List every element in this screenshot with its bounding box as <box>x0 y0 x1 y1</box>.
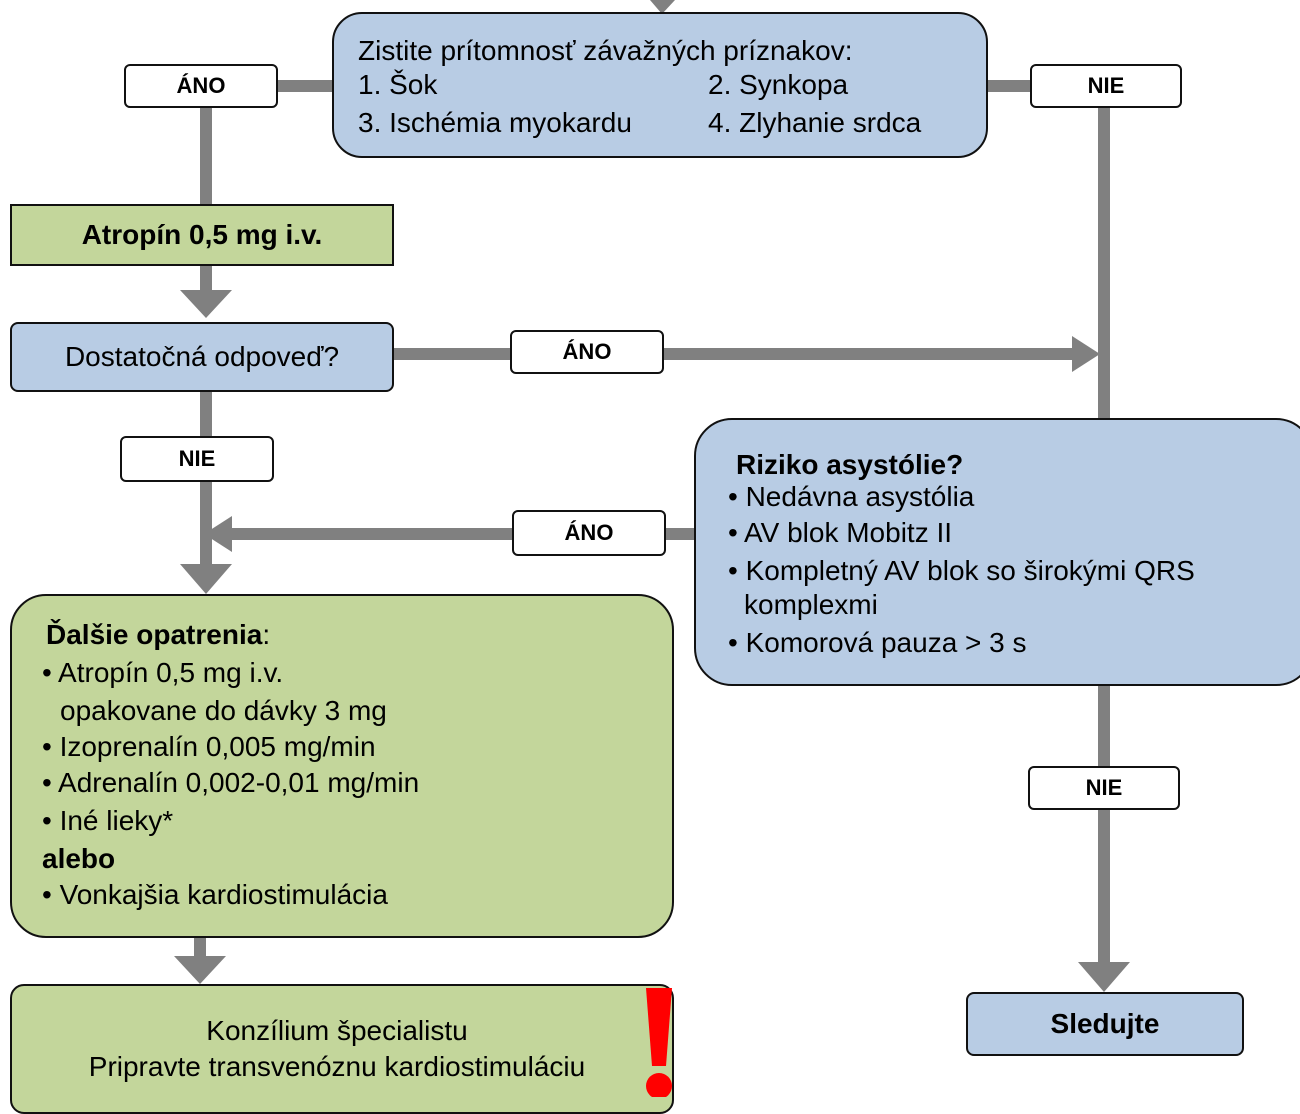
arrowhead-left-to-further <box>204 516 232 552</box>
atropine-box: Atropín 0,5 mg i.v. <box>10 204 394 266</box>
further-item: opakovane do dávky 3 mg <box>60 695 387 726</box>
connector-nie-to-further <box>200 482 212 566</box>
atropine-text: Atropín 0,5 mg i.v. <box>81 219 323 250</box>
response-question-box: Dostatočná odpoveď? <box>10 322 394 392</box>
connector-symptoms-to-ano <box>276 80 334 92</box>
further-item: • Vonkajšia kardiostimulácia <box>42 879 388 910</box>
label-nie-response: NIE <box>120 436 274 482</box>
connector-further-to-specialist <box>194 938 206 958</box>
asystole-risk-box: Riziko asystólie? • Nedávna asystólia • … <box>694 418 1300 686</box>
further-title: Ďalšie opatrenia <box>46 619 263 650</box>
arrowhead-to-observe <box>1078 962 1130 992</box>
connector-symptoms-to-nie <box>986 80 1032 92</box>
connector-nie-to-observe <box>1098 810 1110 964</box>
further-title-suffix: : <box>262 619 271 650</box>
symptom-item: 2. Synkopa <box>708 69 849 100</box>
label-nie-risk: NIE <box>1028 766 1180 810</box>
arrowhead-to-further <box>180 564 232 594</box>
connector-ano-to-further <box>230 528 514 540</box>
connector-risk-to-nie <box>1098 684 1110 766</box>
further-item: • Iné lieky* <box>42 805 174 836</box>
symptoms-box: Zistite prítomnosť závažných príznakov: … <box>332 12 988 158</box>
risk-item: • Nedávna asystólia <box>728 481 975 512</box>
connector-risk-to-ano <box>664 528 694 540</box>
connector-nie-to-risk <box>1098 106 1110 420</box>
connector-ano-to-right <box>662 348 1082 360</box>
label-ano-response: ÁNO <box>510 330 664 374</box>
symptom-item: 4. Zlyhanie srdca <box>708 107 922 138</box>
risk-item: komplexmi <box>744 589 878 620</box>
warning-exclamation-icon <box>646 988 672 1097</box>
symptom-item: 3. Ischémia myokardu <box>358 107 632 138</box>
incoming-arrowhead <box>650 0 675 14</box>
connector-ano-to-atropine <box>200 108 212 204</box>
risk-item: • AV blok Mobitz II <box>728 517 953 548</box>
arrowhead-to-response <box>180 290 232 318</box>
further-measures-box: Ďalšie opatrenia: • Atropín 0,5 mg i.v. … <box>10 594 674 938</box>
specialist-box: Konzílium špecialistu Pripravte transven… <box>10 984 674 1114</box>
risk-title: Riziko asystólie? <box>736 449 964 480</box>
arrowhead-to-right <box>1072 336 1100 372</box>
further-item: • Atropín 0,5 mg i.v. <box>42 657 284 688</box>
observe-text: Sledujte <box>1050 1008 1160 1039</box>
further-title-line: Ďalšie opatrenia: <box>46 618 270 652</box>
specialist-line2: Pripravte transvenóznu kardiostimuláciu <box>88 1051 586 1082</box>
further-item: • Adrenalín 0,002-0,01 mg/min <box>42 767 420 798</box>
symptom-item: 1. Šok <box>358 69 438 100</box>
risk-item: • Komorová pauza > 3 s <box>728 627 1027 658</box>
risk-item: • Kompletný AV blok so širokými QRS <box>728 555 1195 586</box>
connector-response-to-nie <box>200 392 212 436</box>
further-or-label: alebo <box>42 843 116 874</box>
symptoms-title: Zistite prítomnosť závažných príznakov: <box>358 35 853 66</box>
label-ano-risk: ÁNO <box>512 510 666 556</box>
label-ano-symptoms: ÁNO <box>124 64 278 108</box>
specialist-line1: Konzílium špecialistu <box>206 1015 468 1046</box>
further-item: • Izoprenalín 0,005 mg/min <box>42 731 376 762</box>
connector-response-to-ano <box>394 348 512 360</box>
observe-box: Sledujte <box>966 992 1244 1056</box>
connector-atropine-to-response <box>200 266 212 292</box>
label-nie-symptoms: NIE <box>1030 64 1182 108</box>
response-question-text: Dostatočná odpoveď? <box>64 341 340 372</box>
arrowhead-to-specialist <box>174 956 226 984</box>
